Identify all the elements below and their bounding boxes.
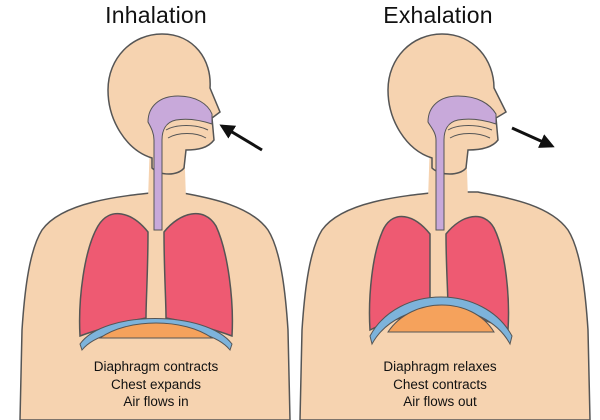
exhalation-figure [299,33,591,420]
lung-left [78,212,149,338]
caption-line: Chest expands [110,376,202,392]
panel-title-inhalation: Inhalation [105,2,207,28]
lung-right [163,212,234,338]
diaphragm-dome [98,322,214,339]
inhalation-figure [19,33,291,420]
airway [427,95,497,231]
arrow-in-icon [219,124,263,152]
panel-title-exhalation: Exhalation [383,2,493,28]
arrow-out-icon [511,126,555,148]
caption-line: Diaphragm contracts [93,359,219,374]
caption-line: Diaphragm relaxes [383,359,497,374]
caption-line: Chest contracts [393,376,487,392]
caption-inhalation: Diaphragm contracts Chest expands Air fl… [46,358,266,411]
caption-line: Air flows in [123,394,189,409]
airway [147,95,213,231]
caption-exhalation: Diaphragm relaxes Chest contracts Air fl… [330,358,550,411]
caption-line: Air flows out [403,394,477,409]
diaphragm-dome [387,304,495,333]
